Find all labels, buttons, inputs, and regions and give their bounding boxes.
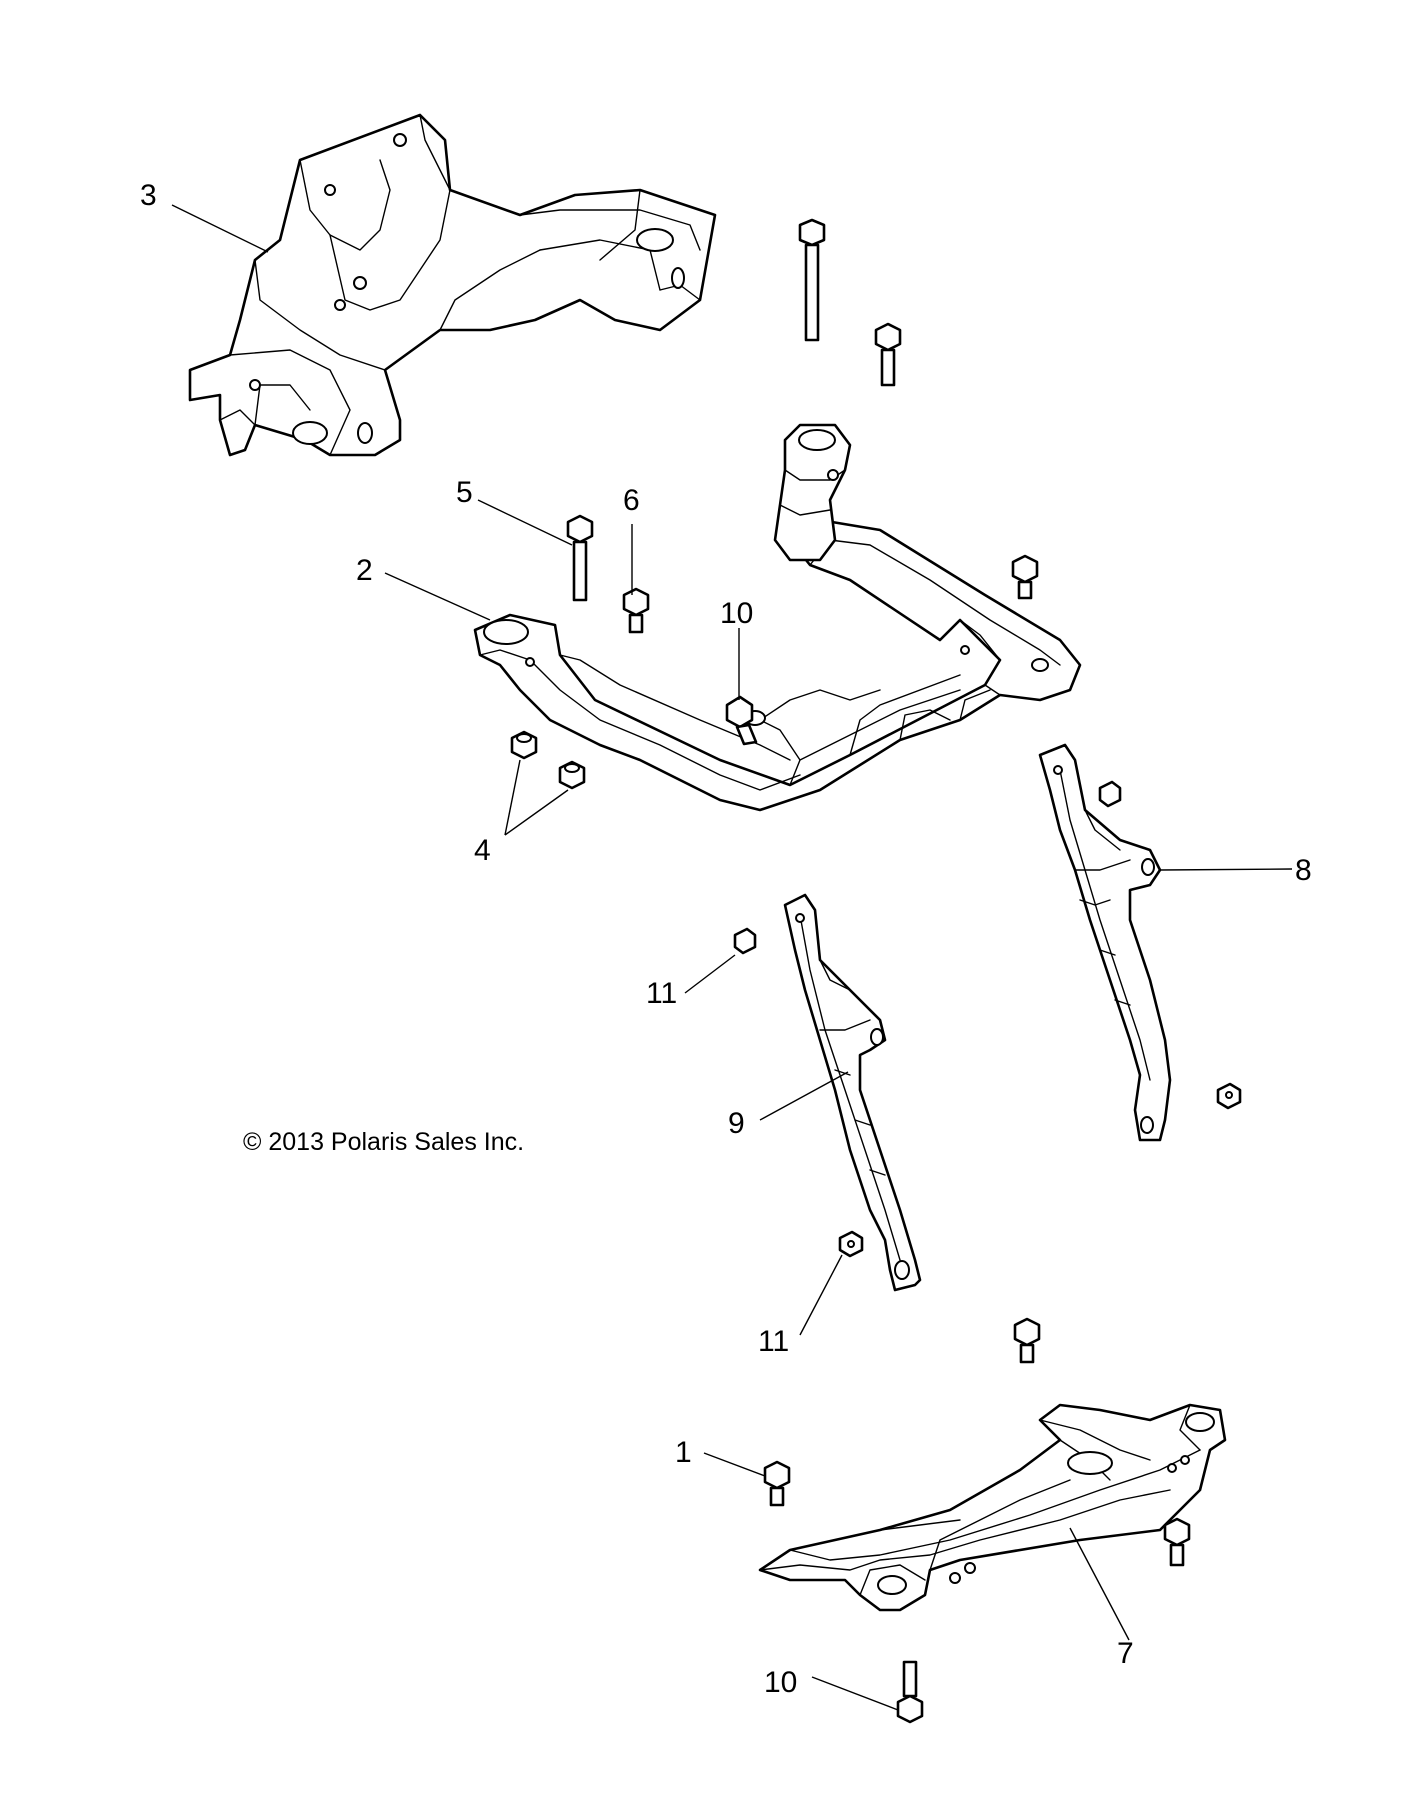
part-1-flange-bolt bbox=[763, 1460, 791, 1507]
leader-4a bbox=[504, 759, 521, 836]
bolt-top-short bbox=[874, 322, 902, 387]
part-11-nut-upper bbox=[733, 927, 757, 955]
callout-4: 4 bbox=[474, 834, 491, 867]
leader-11-lower bbox=[799, 1254, 843, 1336]
bolt-top-long bbox=[798, 218, 826, 342]
part-11-nut-lower bbox=[838, 1230, 864, 1258]
leader-8 bbox=[1159, 868, 1293, 871]
callout-3: 3 bbox=[140, 179, 157, 212]
nut-right-top bbox=[1098, 780, 1122, 808]
part-2-cross-member bbox=[473, 518, 1082, 812]
leader-3 bbox=[171, 204, 269, 253]
flange-bolt-lower-right bbox=[1163, 1517, 1191, 1567]
part-6-flange-bolt bbox=[622, 587, 650, 634]
part-10-flange-bolt-lower bbox=[896, 1660, 924, 1724]
callout-5: 5 bbox=[456, 476, 473, 509]
leader-1 bbox=[703, 1452, 766, 1477]
leader-5 bbox=[477, 499, 573, 546]
copyright-notice: © 2013 Polaris Sales Inc. bbox=[243, 1128, 524, 1156]
nut-right-bottom bbox=[1216, 1082, 1242, 1110]
callout-9: 9 bbox=[728, 1107, 745, 1140]
part-8-right-side-rail bbox=[1038, 743, 1172, 1142]
callout-11-lower: 11 bbox=[758, 1325, 789, 1358]
callouts: 3 5 6 2 10 4 8 11 9 11 1 7 10 bbox=[140, 179, 1312, 1699]
leader-10-lower bbox=[811, 1676, 899, 1711]
leader-4b bbox=[504, 789, 569, 836]
callout-11-upper: 11 bbox=[646, 977, 677, 1010]
leader-2 bbox=[384, 572, 491, 621]
leader-9 bbox=[759, 1071, 849, 1121]
callout-6: 6 bbox=[623, 484, 640, 517]
part-4-flange-nut-a bbox=[510, 730, 538, 760]
leader-7 bbox=[1069, 1527, 1130, 1641]
callout-10: 10 bbox=[720, 597, 753, 630]
callout-1: 1 bbox=[675, 1436, 692, 1469]
part-9-left-side-rail bbox=[783, 893, 922, 1292]
leader-lines bbox=[171, 204, 1293, 1711]
callout-2: 2 bbox=[356, 554, 373, 587]
part-2-upper-post bbox=[773, 423, 852, 562]
callout-10-lower: 10 bbox=[764, 1666, 797, 1699]
flange-bolt-right bbox=[1011, 554, 1039, 600]
part-5-long-bolt bbox=[566, 514, 594, 602]
callout-8: 8 bbox=[1295, 854, 1312, 887]
part-10-flange-bolt bbox=[725, 695, 758, 746]
part-4-flange-nut-b bbox=[558, 760, 586, 790]
part-3-upper-frame-bracket bbox=[188, 113, 717, 457]
flange-bolt-lower-center bbox=[1013, 1317, 1041, 1364]
leader-11-upper bbox=[684, 954, 736, 994]
callout-7: 7 bbox=[1117, 1637, 1134, 1670]
part-7-lower-cross-member bbox=[758, 1403, 1227, 1612]
